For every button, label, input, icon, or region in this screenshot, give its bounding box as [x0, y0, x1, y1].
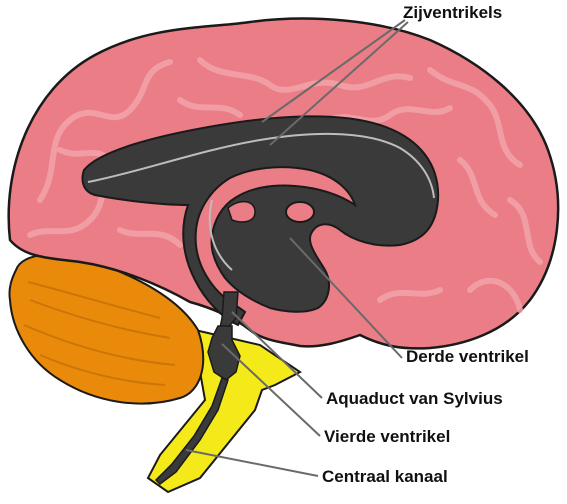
- label-aquaduct: Aquaduct van Sylvius: [326, 389, 503, 408]
- label-derde-ventrikel: Derde ventrikel: [406, 347, 529, 366]
- third-ventricle-notch: [228, 202, 255, 222]
- interthalamic-adhesion: [286, 202, 314, 222]
- label-centraal-kanaal: Centraal kanaal: [322, 467, 448, 486]
- label-zijventrikels: Zijventrikels: [403, 3, 502, 22]
- label-vierde-ventrikel: Vierde ventrikel: [324, 427, 450, 446]
